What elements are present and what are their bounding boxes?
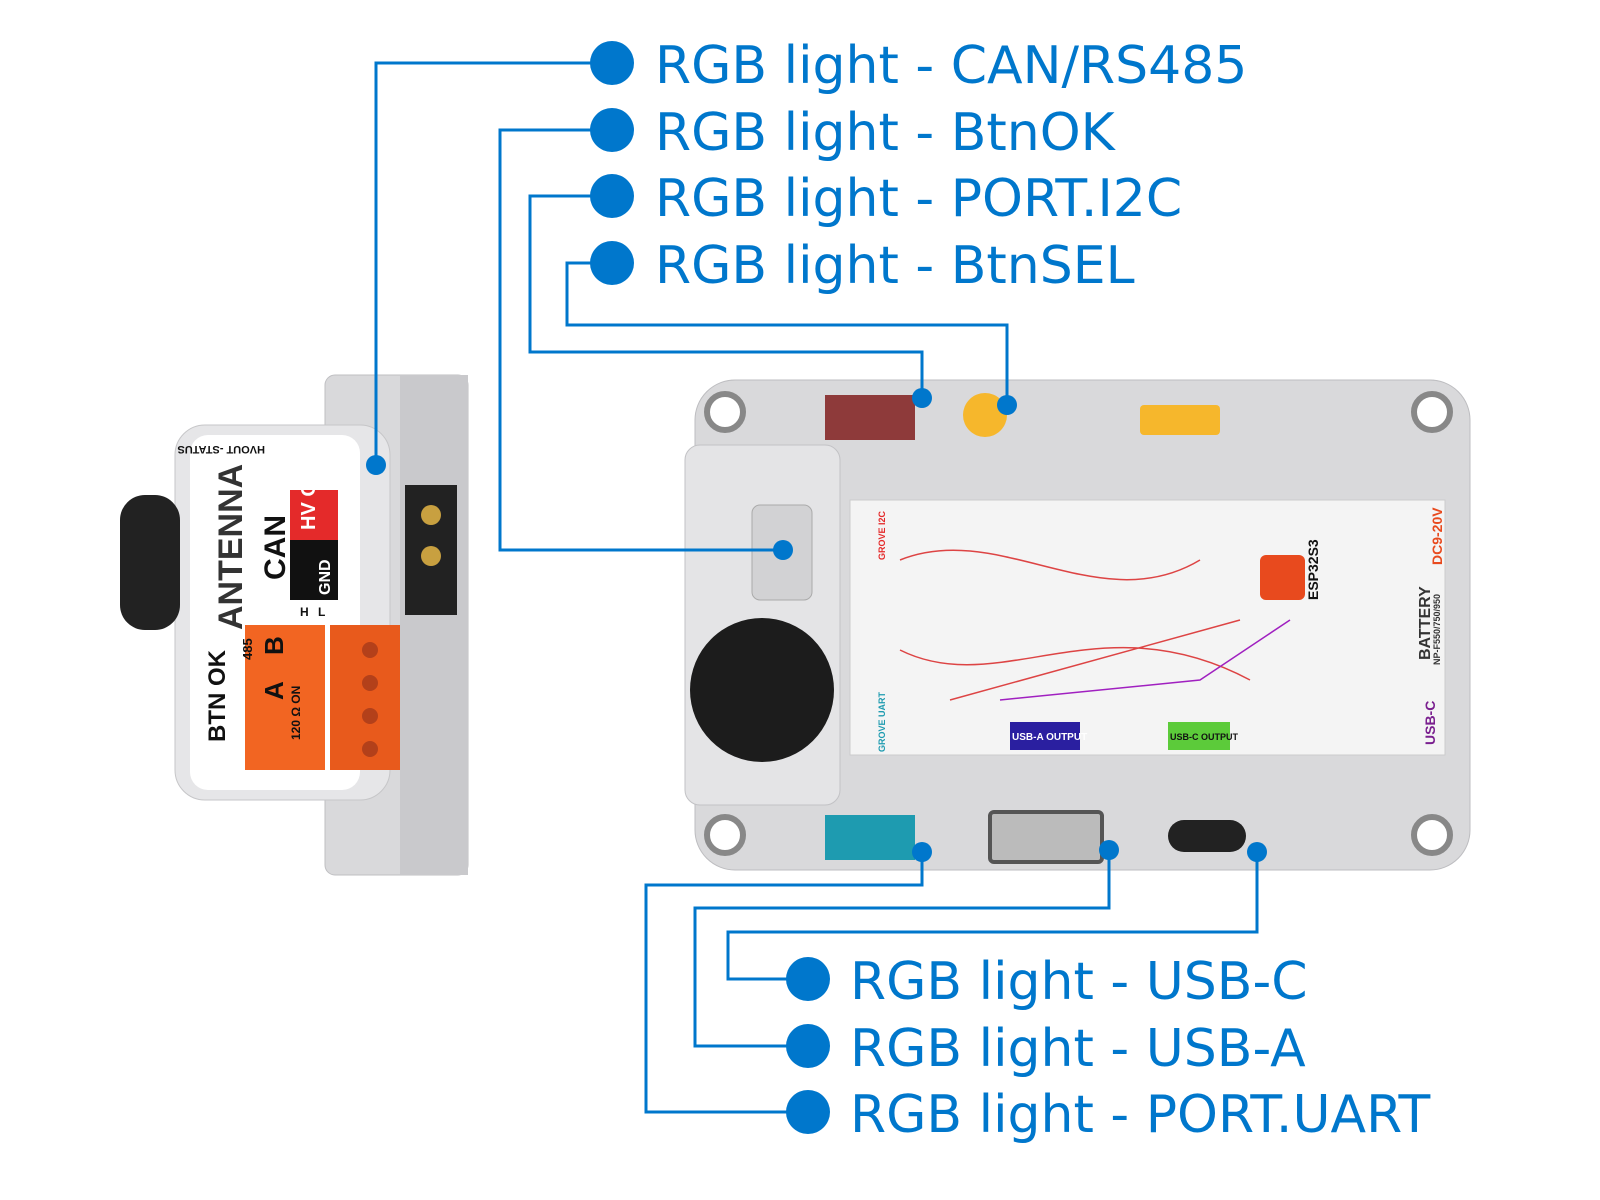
resistor-label: 120 Ω ON [289,686,303,740]
leader-btnsel [565,261,1009,405]
gnd-label: GND [317,559,334,595]
callout-dots [366,41,1267,1134]
leader-btnok [498,128,783,552]
callout-lines [374,61,1259,1114]
hv-out-label: HV OUT [298,454,320,530]
usb-c-port-label: USB-C [1422,701,1438,745]
label-port-uart: RGB light - PORT.UART [850,1085,1430,1145]
label-btnsel: RGB light - BtnSEL [655,236,1135,296]
port-uart-connector [825,815,915,860]
leader-port-i2c [528,194,924,398]
rs485-b-label: B [259,636,289,655]
usb-a-port [988,810,1104,864]
grove-uart-label: GROVE UART [877,691,887,752]
leader-usb-a [693,850,1111,1048]
leader-port-uart [644,852,924,1114]
can-module: ANTENNA CAN HV OUT GND BTN OK A B 485 HV… [120,374,469,876]
label-port-i2c: RGB light - PORT.I2C [655,169,1182,229]
dc-in-label: DC9-20V [1429,507,1445,565]
grove-i2c-label: GROVE I2C [877,510,887,560]
main-board: ESP32S3 BATTERY NP-F550/750/950 DC9-20V … [684,379,1471,871]
l-label: L [318,605,325,619]
antenna-label: ANTENNA [212,464,250,630]
port-i2c-connector [825,395,915,440]
power-switch [1140,405,1220,435]
battery-label: BATTERY [1417,586,1434,660]
buzzer [690,618,834,762]
leader-can-rs485 [374,61,612,465]
chip-label: ESP32S3 [1305,539,1321,600]
can-label: CAN [259,515,292,580]
label-btnok: RGB light - BtnOK [655,103,1117,163]
usb-c-output-label: USB-C OUTPUT [1170,732,1238,742]
battery-model-label: NP-F550/750/950 [1432,594,1442,665]
rs485-label: 485 [240,638,255,660]
usb-c-port [1168,820,1246,852]
rs485-a-label: A [259,681,289,700]
btn-ok-label: BTN OK [204,649,231,742]
callout-labels: RGB light - CAN/RS485 RGB light - BtnOK … [655,36,1430,1145]
h-label: H [300,605,309,619]
antenna-connector [120,495,180,630]
usb-a-output-label: USB-A OUTPUT [1012,732,1087,743]
label-usb-a: RGB light - USB-A [850,1019,1306,1079]
esp32-logo [1260,555,1305,600]
leader-usb-c [726,852,1259,981]
label-usb-c: RGB light - USB-C [850,952,1308,1012]
hvout-status-label: HVOUT -STATUS [177,443,265,455]
label-can-rs485: RGB light - CAN/RS485 [655,36,1247,96]
btn-sel [963,393,1007,437]
